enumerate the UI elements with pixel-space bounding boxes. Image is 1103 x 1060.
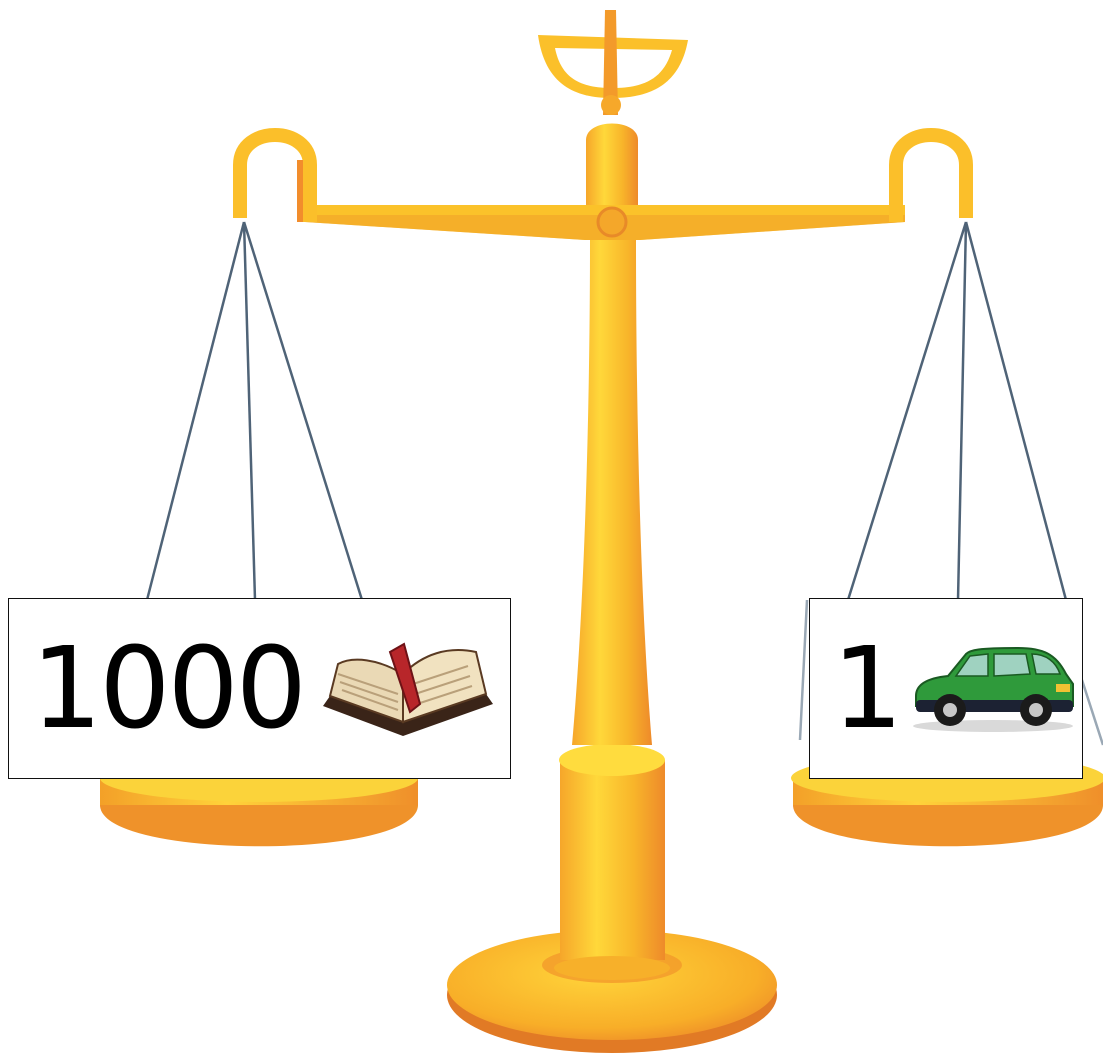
scale-post: [554, 124, 670, 981]
left-quantity: 1000: [31, 633, 304, 745]
open-book-icon: [318, 634, 498, 744]
left-pan-label: 1000: [8, 598, 511, 779]
green-car-icon: [908, 644, 1078, 734]
right-quantity: 1: [832, 633, 900, 745]
right-pan-label: 1: [809, 598, 1083, 779]
scale-finial: [538, 10, 688, 115]
